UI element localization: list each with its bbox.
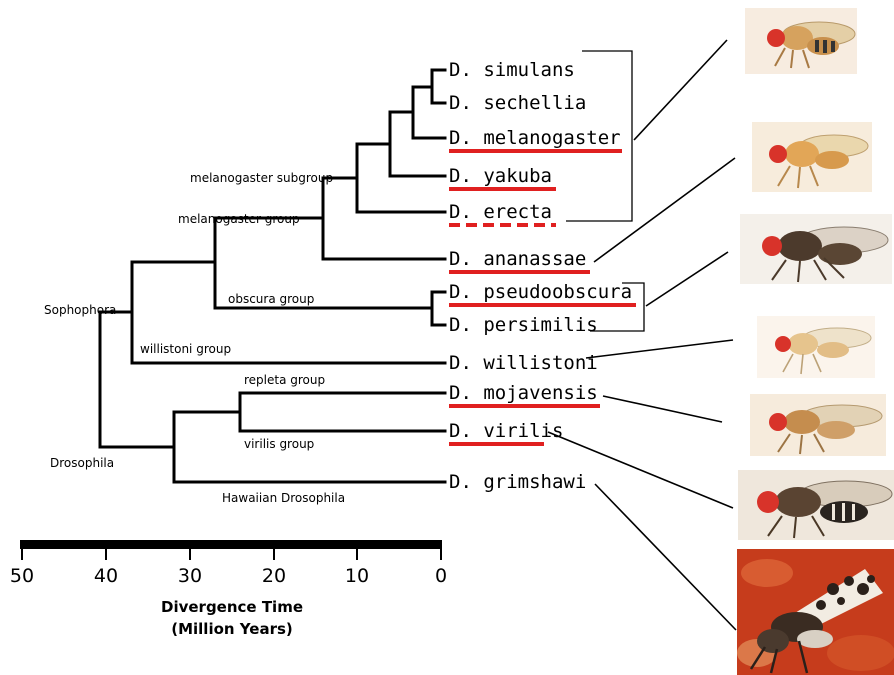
- clade-hawaiian-drosophila: Hawaiian Drosophila: [222, 491, 345, 505]
- clade-willistoni-group: willistoni group: [140, 342, 231, 356]
- pseudoobscura-fly-image: [740, 214, 892, 284]
- species-label-mojavensis: D. mojavensis: [449, 382, 598, 404]
- axis-tick-label: 10: [345, 565, 369, 587]
- axis-tick-label: 50: [10, 565, 34, 587]
- mojavensis-fly-image: [750, 394, 886, 456]
- species-label-melanogaster: D. melanogaster: [449, 127, 621, 149]
- willistoni-fly-image: [757, 316, 875, 378]
- clade-melanogaster-group: melanogaster group: [178, 212, 300, 226]
- axis-tick-label: 30: [178, 565, 202, 587]
- species-label-ananassae: D. ananassae: [449, 248, 586, 270]
- axis-bar: [20, 540, 442, 549]
- species-label-simulans: D. simulans: [449, 59, 575, 81]
- clade-obscura-group: obscura group: [228, 292, 314, 306]
- ananassae-fly-image: [752, 122, 872, 192]
- clade-drosophila: Drosophila: [50, 456, 114, 470]
- species-label-grimshawi: D. grimshawi: [449, 471, 586, 493]
- clade-virilis-group: virilis group: [244, 437, 314, 451]
- axis-title-line2: (Million Years): [171, 620, 293, 638]
- melanogaster-fly-image: [745, 8, 857, 74]
- species-label-persimilis: D. persimilis: [449, 314, 598, 336]
- tree-branches: [100, 70, 445, 482]
- axis-tick-marks: [22, 549, 441, 560]
- species-label-pseudoobscura: D. pseudoobscura: [449, 281, 632, 303]
- clade-melanogaster-subgroup: melanogaster subgroup: [190, 171, 333, 185]
- species-label-yakuba: D. yakuba: [449, 165, 552, 187]
- axis-title-line1: Divergence Time: [161, 598, 303, 616]
- species-label-sechellia: D. sechellia: [449, 92, 586, 114]
- axis-tick-label: 20: [262, 565, 286, 587]
- axis-tick-label: 40: [94, 565, 118, 587]
- axis-tick-label: 0: [435, 565, 447, 587]
- species-label-erecta: D. erecta: [449, 201, 552, 223]
- species-labels: D. simulans D. sechellia D. melanogaster…: [449, 59, 632, 493]
- virilis-fly-image: [738, 470, 894, 540]
- clade-repleta-group: repleta group: [244, 373, 325, 387]
- divergence-time-axis: 50 40 30 20 10 0 Divergence Time (Millio…: [10, 540, 447, 638]
- species-label-virilis: D. virilis: [449, 420, 563, 442]
- clade-sophophora: Sophophora: [44, 303, 116, 317]
- species-label-willistoni: D. willistoni: [449, 352, 598, 374]
- grimshawi-fly-image: [737, 549, 894, 675]
- clade-labels: melanogaster subgroup melanogaster group…: [44, 171, 345, 505]
